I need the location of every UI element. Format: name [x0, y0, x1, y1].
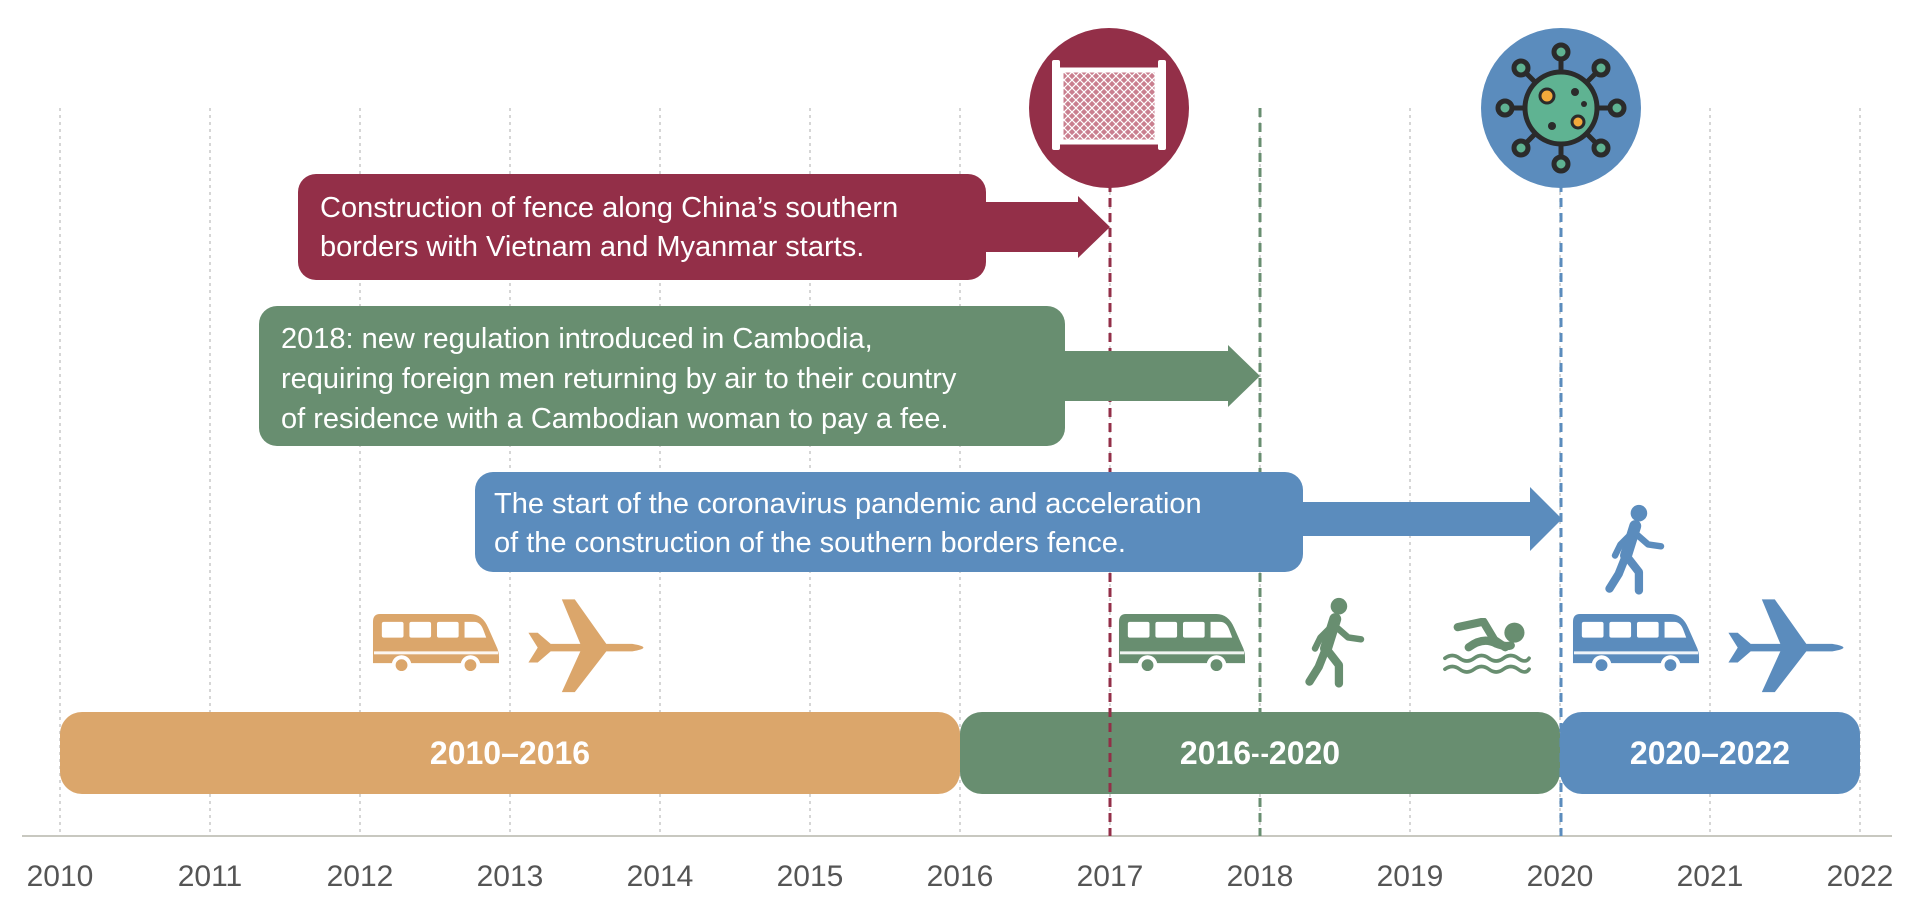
walking-person-icon-2020-2022	[1609, 505, 1661, 591]
callout-cambodia-line-1: 2018: new regulation introduced in Cambo…	[281, 323, 873, 355]
year-label-2014: 2014	[627, 860, 694, 893]
airplane-icon-2010-2016	[528, 599, 644, 693]
year-labels: 2010 2011 2012 2013 2014 2015 2016 2017 2018 2019…	[27, 860, 1894, 893]
year-label-2011: 2011	[178, 860, 243, 893]
svg-text:The start of the coronavirus p: The start of the coronavirus pandemic an…	[494, 488, 1202, 520]
year-label-2010: 2010	[27, 860, 94, 893]
bus-icon-2016-2020	[1118, 613, 1246, 675]
year-label-2018: 2018	[1227, 860, 1294, 893]
callout-fence-construction: Construction of fence along China’s sout…	[298, 174, 1110, 280]
virus-icon	[1495, 42, 1627, 174]
year-label-2022: 2022	[1827, 860, 1894, 893]
callout-cambodia-line-3: of residence with a Cambodian woman to p…	[281, 403, 948, 435]
bus-icon-2010-2016	[372, 613, 500, 675]
callout-cambodia-line-2: requiring foreign men returning by air t…	[281, 363, 957, 395]
period-label-2020-2022: 2020–2022	[1630, 735, 1790, 771]
svg-text:borders with Vietnam and Myanm: borders with Vietnam and Myanmar starts.	[320, 231, 864, 263]
fence-badge	[1029, 28, 1189, 188]
callout-fence-line-2: borders with Vietnam and Myanmar starts.	[320, 231, 864, 263]
svg-text:Construction of fence along Ch: Construction of fence along China’s sout…	[320, 192, 898, 224]
year-label-2020: 2020	[1527, 860, 1594, 893]
callout-fence-line-1: Construction of fence along China’s sout…	[320, 192, 898, 224]
svg-text:of residence with a Cambodian: of residence with a Cambodian woman to p…	[281, 403, 948, 435]
year-label-2016: 2016	[927, 860, 994, 893]
callout-coronavirus-pandemic: The start of the coronavirus pandemic an…	[475, 472, 1562, 572]
year-label-2015: 2015	[777, 860, 844, 893]
virus-badge	[1481, 28, 1641, 188]
callout-pandemic-line-1: The start of the coronavirus pandemic an…	[494, 488, 1202, 520]
fence-icon	[1052, 60, 1166, 150]
year-label-2012: 2012	[327, 860, 394, 893]
year-label-2017: 2017	[1077, 860, 1144, 893]
walking-person-icon-2016-2020	[1309, 598, 1361, 684]
callout-cambodia-regulation: 2018: new regulation introduced in Cambo…	[259, 306, 1260, 446]
callout-pandemic-line-2: of the construction of the southern bord…	[494, 527, 1126, 559]
year-label-2019: 2019	[1377, 860, 1444, 893]
year-label-2013: 2013	[477, 860, 544, 893]
svg-text:of the construction of the sou: of the construction of the southern bord…	[494, 527, 1126, 559]
swimming-person-icon-2016-2020	[1445, 622, 1529, 672]
period-bar-2020-2022	[1560, 712, 1860, 794]
period-label-2010-2016: 2010–2016	[430, 735, 590, 771]
period-bar-2010-2016	[60, 712, 960, 794]
svg-text:2018: new regulation introduce: 2018: new regulation introduced in Cambo…	[281, 323, 873, 355]
svg-text:requiring foreign men returnin: requiring foreign men returning by air t…	[281, 363, 957, 395]
bus-icon-2020-2022	[1572, 613, 1700, 675]
airplane-icon-2020-2022	[1728, 599, 1844, 693]
year-label-2021: 2021	[1677, 860, 1744, 893]
